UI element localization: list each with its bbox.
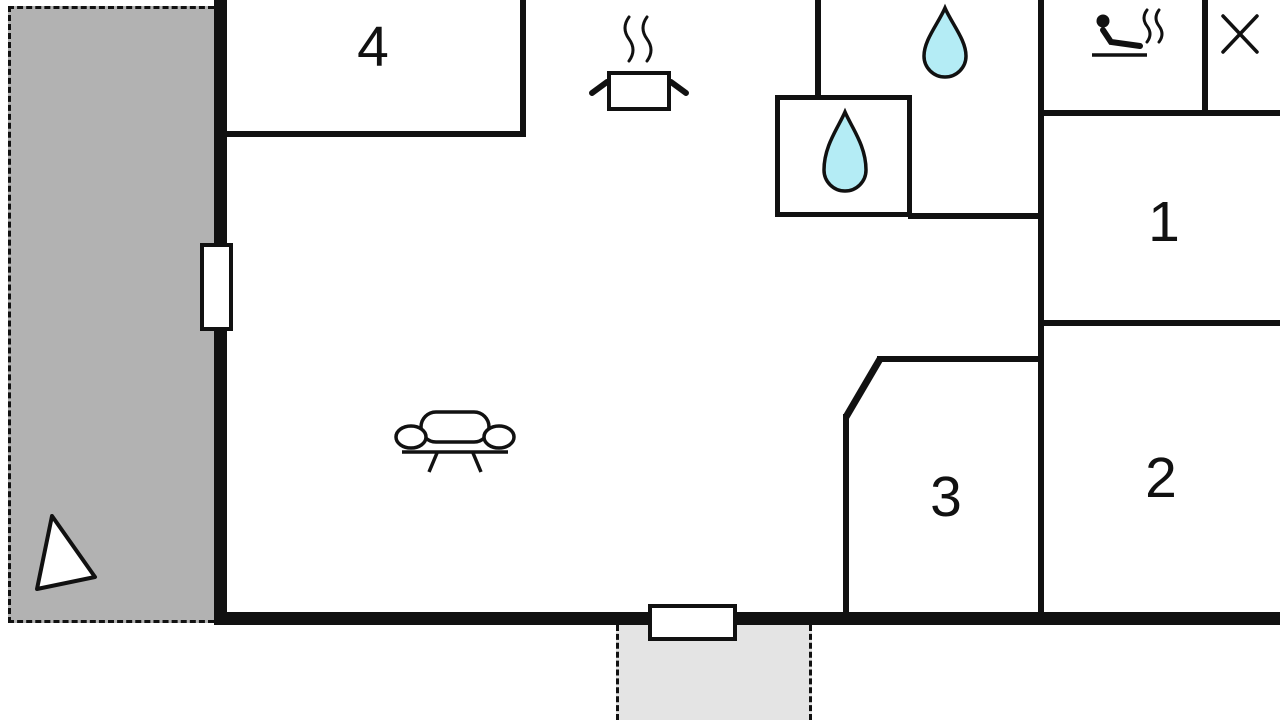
room-1-label: 1: [1148, 190, 1180, 254]
right-section-divider-wall: [1038, 0, 1044, 618]
sofa-armrest-left: [394, 424, 428, 450]
sauna-person-body: [1100, 27, 1143, 49]
sauna-steam-line: [1142, 8, 1152, 44]
outer-wall-bottom: [214, 612, 1280, 625]
sauna-person-head: [1096, 14, 1110, 28]
room1-bottom-wall: [1038, 320, 1280, 326]
room-3-label: 3: [930, 465, 962, 529]
sofa-leg-left: [427, 452, 439, 473]
cross-icon: [1221, 14, 1259, 54]
terrace-area: [8, 6, 214, 623]
sofa-icon: [394, 410, 516, 473]
steam-line-icon: [641, 15, 653, 63]
room3-top-wall: [877, 356, 1040, 362]
pot-handle-left: [589, 79, 610, 96]
water-drop-icon: [922, 3, 968, 79]
sauna-steam-line: [1154, 8, 1164, 44]
room4-bottom-wall: [214, 131, 525, 137]
sofa-backrest: [419, 410, 491, 444]
room-4-label: 4: [357, 15, 389, 79]
north-arrow-icon: [35, 514, 97, 591]
sofa-armrest-right: [482, 424, 516, 450]
window: [200, 243, 233, 331]
room-2-label: 2: [1145, 446, 1177, 510]
water-drop-icon: [822, 107, 868, 193]
room3-diagonal-wall: [842, 357, 884, 419]
bathroom-bottom-wall: [908, 213, 1040, 219]
cooking-pot-icon: [589, 15, 689, 111]
pot-body: [607, 71, 671, 111]
room3-left-wall: [843, 414, 849, 618]
steam-line-icon: [623, 15, 635, 63]
sauna-icon: [1092, 8, 1164, 57]
sauna-divider-wall: [1202, 0, 1208, 112]
entrance-door: [648, 604, 737, 641]
room4-right-wall: [520, 0, 526, 137]
sauna-bottom-wall: [1038, 110, 1280, 116]
pot-handle-right: [668, 79, 689, 96]
sofa-leg-right: [471, 452, 483, 473]
bathroom-left-wall: [815, 0, 821, 99]
